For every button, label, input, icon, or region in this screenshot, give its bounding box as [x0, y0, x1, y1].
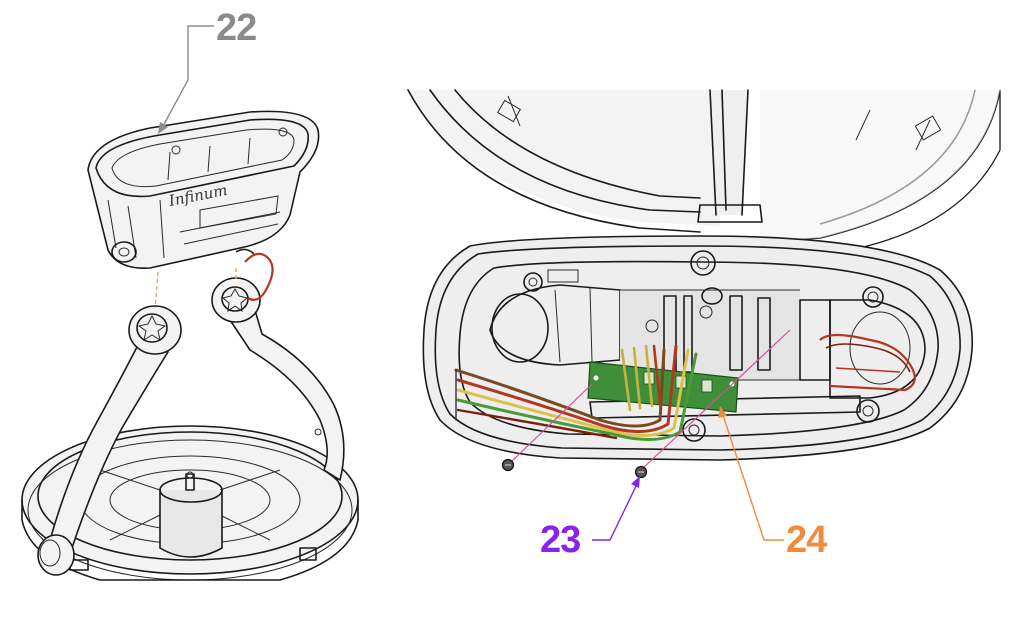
callout-22-leader [161, 25, 214, 129]
screw-guide-line [509, 383, 593, 464]
center-mechanism [620, 287, 831, 381]
screw-guide-line [641, 329, 791, 470]
assembly-guide-line [154, 271, 159, 309]
callout-23-leader [592, 481, 639, 541]
right-lens-chamber [819, 299, 926, 399]
head-housing-interior-icon: 23 24 [407, 89, 1001, 561]
screw-icon [501, 458, 515, 472]
head-housing: Infinum [87, 110, 320, 269]
exploded-head-assembly-icon: Infinum 22 [21, 7, 359, 581]
callout-23: 23 [540, 476, 640, 561]
upper-ring [407, 89, 1001, 253]
callout-22: 22 [158, 7, 257, 134]
left-arm [37, 305, 182, 576]
callout-24-leader [721, 411, 784, 541]
right-arm [211, 277, 345, 481]
callout-24-label: 24 [786, 519, 827, 561]
motor-cylinder [159, 471, 223, 558]
wiring-harness [454, 344, 698, 442]
callout-22-label: 22 [216, 7, 256, 49]
callout-23-label: 23 [540, 519, 580, 561]
screw-icon [634, 465, 648, 479]
center-stem [697, 89, 763, 223]
callout-24: 24 [718, 406, 828, 561]
cable-red [244, 252, 274, 301]
